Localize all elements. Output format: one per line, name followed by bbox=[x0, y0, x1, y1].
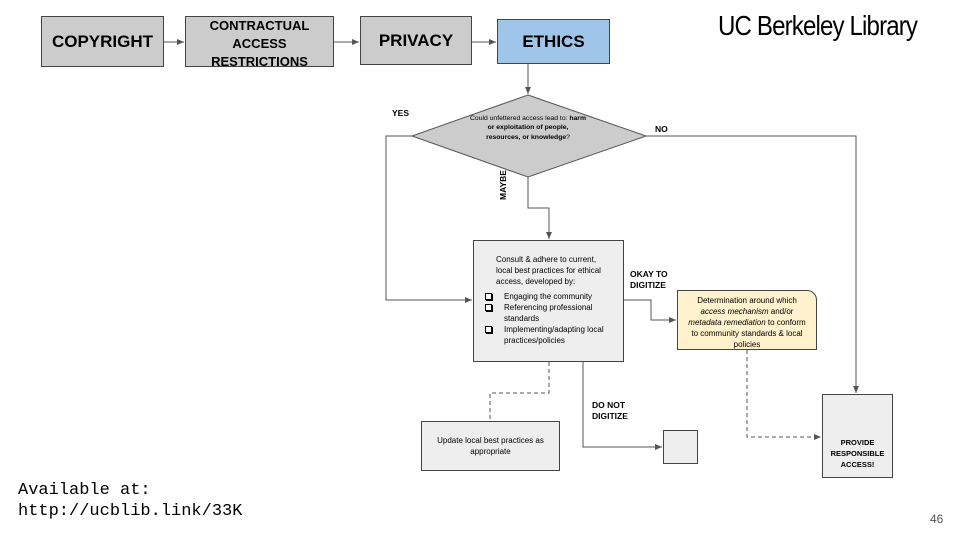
uc-berkeley-library-logo: UC Berkeley Library bbox=[718, 10, 918, 41]
determination-pre: Determination around which bbox=[697, 296, 797, 305]
arrow-do-not bbox=[582, 362, 662, 450]
label-no: NO bbox=[655, 124, 668, 134]
label-maybe: MAYBE bbox=[498, 170, 508, 200]
update-practices-box: Update local best practices as appropria… bbox=[421, 421, 560, 471]
label-yes: YES bbox=[392, 108, 410, 118]
determination-mid: and/or bbox=[768, 307, 794, 316]
determination-post: to conform to community standards & loca… bbox=[691, 318, 806, 349]
stage-contractual: CONTRACTUAL ACCESS RESTRICTIONS bbox=[185, 16, 334, 67]
provide-access-label: PROVIDE RESPONSIBLE ACCESS! bbox=[830, 438, 885, 469]
decision-text-bold: harm or exploitation of people, resource… bbox=[486, 115, 586, 141]
decision-diamond bbox=[410, 94, 648, 178]
consult-item: Implementing/adapting local practices/po… bbox=[482, 324, 613, 346]
label-okay-to-digitize: OKAY TO DIGITIZE bbox=[630, 269, 668, 290]
stage-ethics: ETHICS bbox=[497, 19, 610, 64]
determination-box: Determination around which access mechan… bbox=[677, 290, 817, 350]
stage-copyright: COPYRIGHT bbox=[41, 16, 164, 67]
decision-text-post: ? bbox=[566, 133, 570, 141]
footer-availability: Available at: http://ucblib.link/33K bbox=[18, 480, 242, 522]
consult-item: Referencing professional standards bbox=[482, 302, 613, 324]
consult-intro: Consult & adhere to current, local best … bbox=[496, 255, 601, 286]
consult-list: Engaging the community Referencing profe… bbox=[482, 291, 613, 346]
label-do-not-digitize: DO NOT DIGITIZE bbox=[592, 400, 628, 421]
dashed-update bbox=[489, 362, 550, 420]
footer-line-1: Available at: bbox=[18, 481, 151, 500]
determination-italic-1: access mechanism bbox=[700, 307, 769, 316]
page-number: 46 bbox=[930, 512, 944, 526]
dashed-provide bbox=[746, 350, 821, 440]
do-not-digitize-end bbox=[663, 430, 698, 464]
stage-privacy: PRIVACY bbox=[360, 16, 472, 65]
arrow-yes bbox=[385, 135, 472, 303]
consult-box: Consult & adhere to current, local best … bbox=[473, 240, 624, 362]
footer-link[interactable]: http://ucblib.link/33K bbox=[18, 502, 243, 521]
arrow-no bbox=[646, 135, 859, 393]
decision-question: Could unfettered access lead to: harm or… bbox=[470, 114, 586, 142]
determination-italic-2: metadata remediation bbox=[688, 318, 766, 327]
arrow-maybe bbox=[527, 177, 552, 239]
decision-text-pre: Could unfettered access lead to: bbox=[470, 115, 570, 122]
arrow-okay bbox=[624, 299, 676, 323]
provide-access-box bbox=[822, 394, 893, 478]
consult-item: Engaging the community bbox=[482, 291, 613, 302]
